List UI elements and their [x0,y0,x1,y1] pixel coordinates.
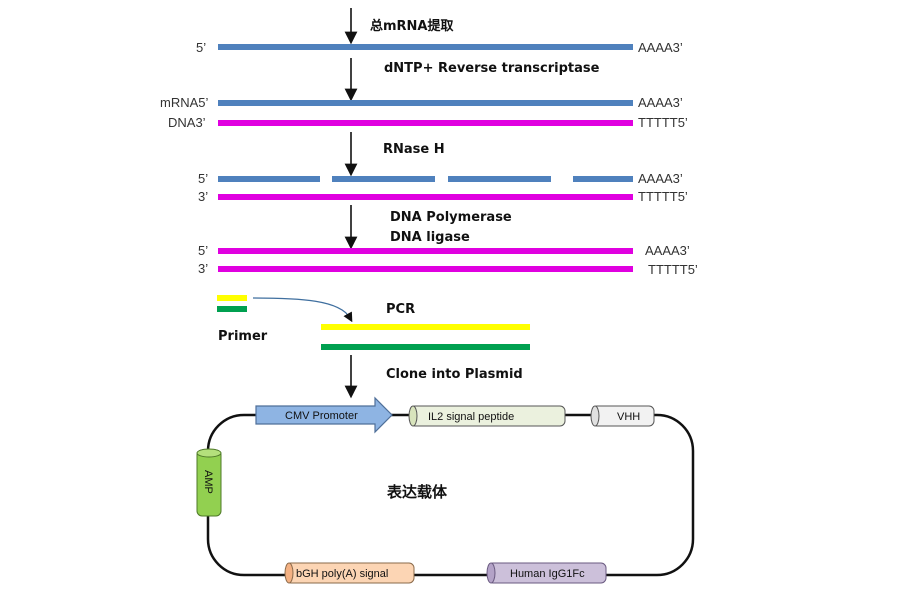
il2-signal-peptide-label: IL2 signal peptide [428,411,514,423]
box-end-cap [196,448,222,458]
strand-label: 5’ [198,171,208,186]
strand-label: TTTTT5’ [648,262,698,277]
amp-label: AMP [202,470,214,494]
dna-strand [218,266,633,272]
box-end-cap [590,405,600,427]
step-polymerase-label: DNA Polymerase [390,210,512,225]
step-rt-label: dNTP+ Reverse transcriptase [384,61,600,76]
mrna-fragment [573,176,633,182]
primer-label: Primer [218,329,268,344]
primer-green [217,306,247,312]
step-ligase-label: DNA ligase [390,230,470,245]
mrna-fragment [218,176,320,182]
strand-label: TTTTT5’ [638,189,688,204]
human-igg1fc-label: Human IgG1Fc [510,568,585,580]
strand-label: AAAA3’ [645,243,690,258]
box-end-cap [408,405,418,427]
strand-label: 3’ [198,189,208,204]
strand-label: DNA3’ [168,115,206,130]
strand-label: 3’ [198,261,208,276]
primer-yellow [217,295,247,301]
strand-label: AAAA3’ [638,40,683,55]
step-extract-label: 总mRNA提取 [370,18,454,34]
cmv-promoter-label: CMV Promoter [285,410,358,422]
pcr-product-green [321,344,530,350]
dna-strand [218,248,633,254]
mrna-strand [218,100,633,106]
pcr-product-yellow [321,324,530,330]
vhh-label: VHH [617,411,640,423]
strand-label: AAAA3’ [638,171,683,186]
plasmid-title: 表达载体 [387,483,448,501]
box-end-cap [486,562,496,584]
bgh-polya-label: bGH poly(A) signal [296,568,388,580]
plasmid-backbone [206,413,695,577]
mrna-fragment [332,176,435,182]
step-rnase-label: RNase H [383,142,445,157]
primer-connector [252,297,353,323]
strand-label: TTTTT5’ [638,115,688,130]
cmv-promoter-arrow [255,396,393,434]
cdna-strand [218,194,633,200]
mrna-strand [218,44,633,50]
cdna-strand [218,120,633,126]
mrna-fragment [448,176,551,182]
step-pcr-label: PCR [386,302,415,317]
step-clone-label: Clone into Plasmid [386,367,523,382]
strand-label: AAAA3’ [638,95,683,110]
strand-label: 5’ [196,40,206,55]
strand-label: 5’ [198,243,208,258]
box-end-cap [284,562,294,584]
strand-label: mRNA5’ [160,95,209,110]
